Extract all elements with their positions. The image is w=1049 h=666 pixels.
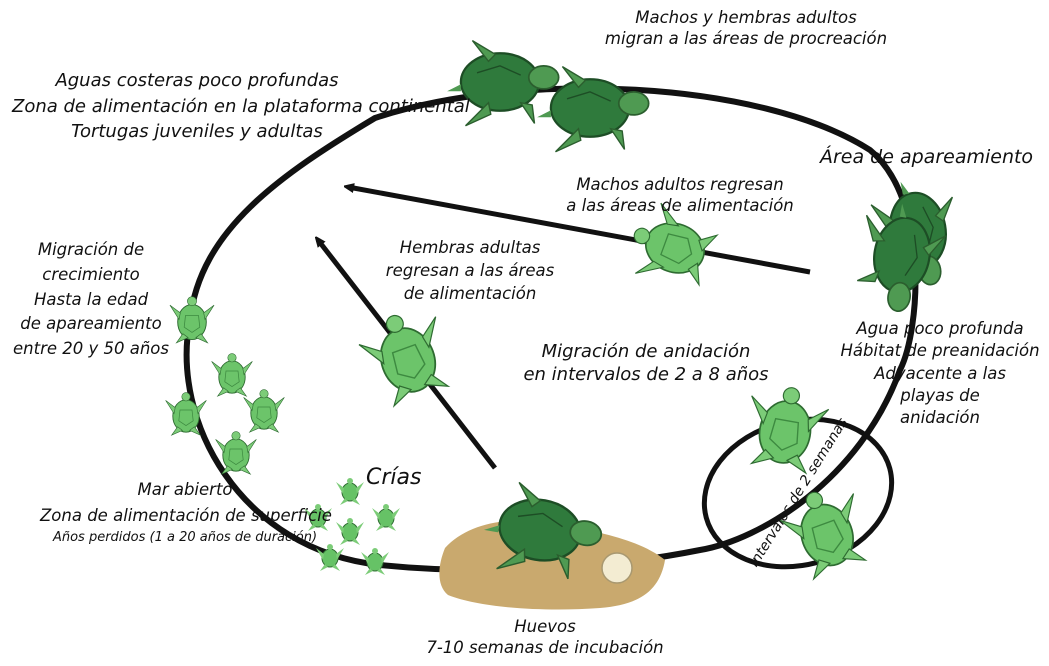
label-shallow-water: Agua poco profunda Hábitat de preanidaci… <box>840 318 1040 429</box>
label-coastal-waters: Aguas costeras poco profundas Zona de al… <box>12 68 382 145</box>
juvenile-turtle-icon <box>244 390 285 433</box>
label-migrate-breeding: Machos y hembras adultos migran a las ár… <box>596 8 896 49</box>
label-eggs: Huevos 7-10 semanas de incubación <box>410 617 680 658</box>
juvenile-turtle-icon <box>212 354 253 397</box>
juvenile-turtle-icon <box>170 297 214 343</box>
label-hatchlings: Crías <box>366 464 421 492</box>
label-nesting-migration: Migración de anidación en intervalos de … <box>516 340 776 387</box>
hatchling-icon <box>336 518 364 545</box>
label-open-sea: Mar abierto Zona de alimentación de supe… <box>40 477 330 548</box>
label-growth-migration: Migración de crecimiento Hasta la edad d… <box>6 238 176 362</box>
label-females-return: Hembras adultas regresan a las áreas de … <box>380 236 560 305</box>
juvenile-turtle-icon <box>354 302 460 410</box>
label-males-return: Machos adultos regresan a las áreas de a… <box>560 175 800 216</box>
label-mating-area: Área de apareamiento <box>820 146 1025 170</box>
egg-icon <box>602 553 632 583</box>
hatchling-icon <box>372 504 400 531</box>
hatchling-icon <box>336 478 364 505</box>
